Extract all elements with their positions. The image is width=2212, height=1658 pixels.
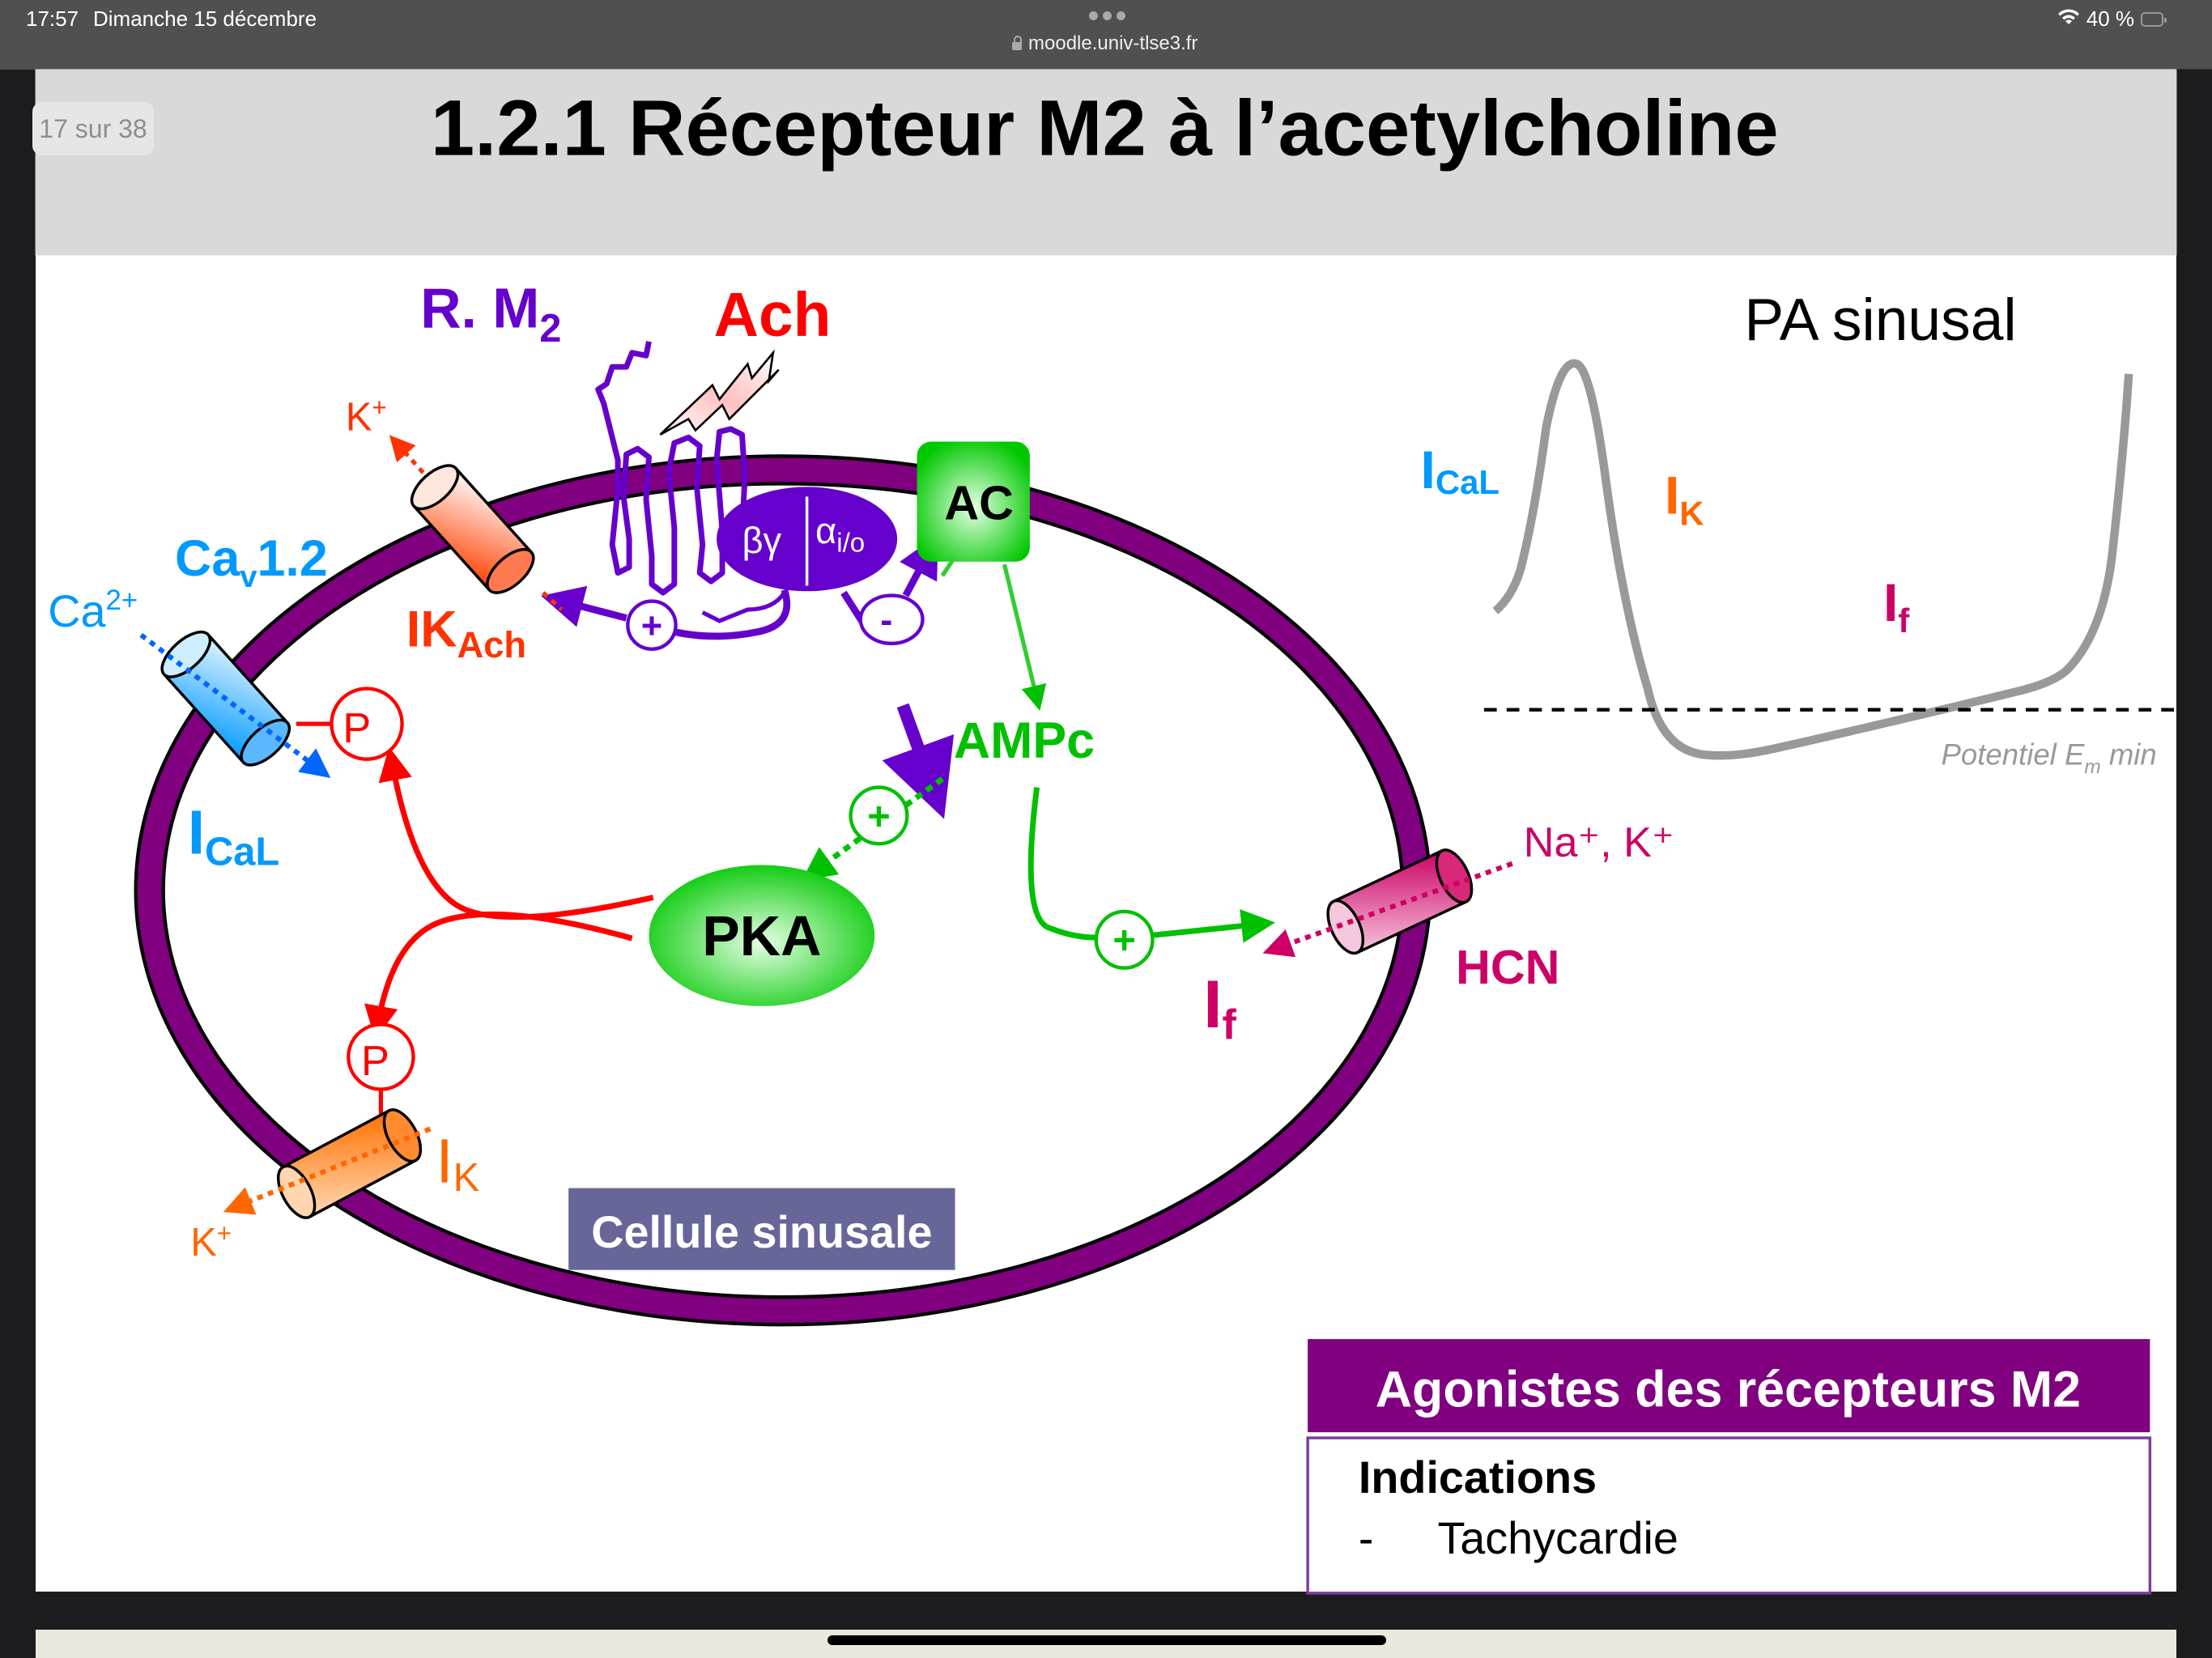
hcn-label: HCN <box>1456 940 1559 994</box>
ach-label: Ach <box>714 281 832 350</box>
ap-chart-title: PA sinusal <box>1744 287 2016 353</box>
ikach-ion-label: K+ <box>346 393 387 439</box>
lock-icon <box>1012 36 1022 50</box>
info-item: Tachycardie <box>1437 1513 1678 1563</box>
slide-title-band <box>35 69 2177 256</box>
cav12-channel <box>139 630 331 778</box>
wifi-icon <box>2057 6 2080 32</box>
info-bullet: - <box>1359 1513 1374 1563</box>
ap-baseline-label: Potentiel Em min <box>1941 738 2156 778</box>
svg-text:-: - <box>880 599 892 640</box>
receptor-label: R. M2 <box>420 276 561 350</box>
betagamma-activation-plus-icon <box>626 599 678 651</box>
ap-if-label: If <box>1883 573 1909 640</box>
svg-text:P: P <box>342 705 371 752</box>
info-box-title: Agonistes des récepteurs M2 <box>1376 1362 2081 1418</box>
ik-label: IK <box>436 1128 479 1200</box>
cell-label-box <box>568 1188 955 1270</box>
cav12-label: Cav1.2 <box>175 530 328 594</box>
pka <box>649 865 875 1006</box>
status-time: 17:57 <box>26 6 79 31</box>
svg-text:PKA: PKA <box>702 904 821 967</box>
ach-lightning-icon <box>659 349 780 436</box>
address-bar[interactable]: moodle.univ-tlse3.fr <box>1012 32 1197 55</box>
page-counter: 17 sur 38 <box>32 102 154 155</box>
svg-text:+: + <box>641 605 662 646</box>
status-date: Dimanche 15 décembre <box>93 6 317 31</box>
ampc-pka-plus-icon <box>849 785 909 846</box>
svg-text:+: + <box>867 795 890 839</box>
ampc-if-plus-icon <box>1094 909 1155 970</box>
ical-label: ICaL <box>188 798 279 874</box>
ik-ion-label: K+ <box>190 1219 232 1265</box>
if-label: If <box>1203 966 1236 1048</box>
svg-text:AC: AC <box>944 475 1014 529</box>
svg-text:+: + <box>1112 919 1135 963</box>
slide-title: 1.2.1 Récepteur M2 à l’acetylcholine <box>431 84 1779 172</box>
info-box-header <box>1308 1339 2150 1433</box>
ampc-decrease-arrow <box>882 703 955 819</box>
status-bar: 17:57 Dimanche 15 décembre moodle.univ-t… <box>0 0 2212 70</box>
hcn-channel <box>1262 848 1513 958</box>
battery-percent: 40 % <box>2086 6 2134 31</box>
slide-canvas <box>36 70 2176 1592</box>
m2-receptor-icon <box>595 341 748 596</box>
ap-ical-label: ICaL <box>1421 440 1499 501</box>
home-indicator[interactable] <box>827 1635 1386 1645</box>
info-box-body <box>1306 1436 2152 1595</box>
ikach-label: IKAch <box>406 601 526 665</box>
ap-waveform <box>1492 359 2133 760</box>
battery-icon <box>2141 11 2167 27</box>
ampc-label: AMPc <box>954 712 1095 769</box>
hcn-ion-label: Na⁺, K⁺ <box>1524 819 1674 866</box>
ikach-channel <box>389 435 564 611</box>
ik-channel <box>223 1108 432 1219</box>
svg-text:P: P <box>361 1038 389 1085</box>
g-alpha-label: αi/o <box>815 510 865 558</box>
alpha-inhibition-minus-icon <box>858 593 925 645</box>
ap-ik-label: IK <box>1665 466 1704 532</box>
ca-ion-label: Ca2+ <box>48 585 138 636</box>
g-beta-gamma-label: βγ <box>742 520 782 561</box>
adenylate-cyclase <box>917 441 1030 562</box>
cell-label: Cellule sinusale <box>591 1207 932 1257</box>
url-text: moodle.univ-tlse3.fr <box>1028 32 1198 54</box>
more-options-icon[interactable] <box>1089 11 1125 20</box>
info-section-title: Indications <box>1359 1452 1597 1503</box>
